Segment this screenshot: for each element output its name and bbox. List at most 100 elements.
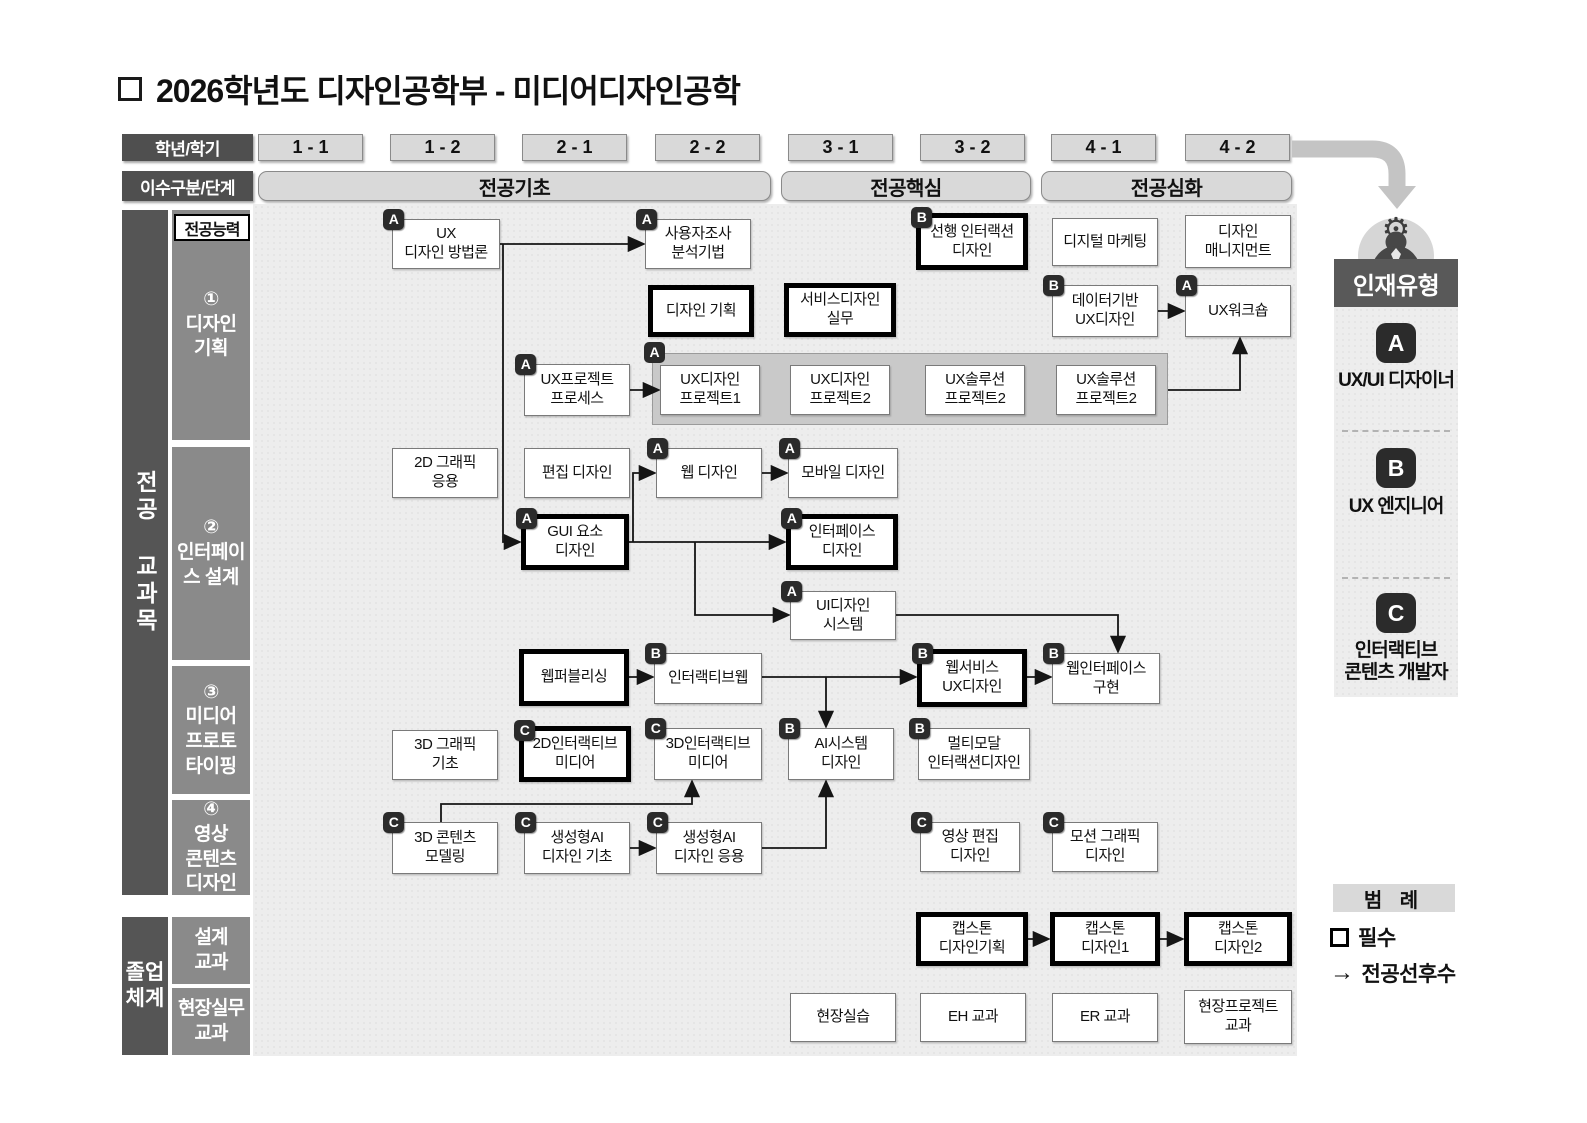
c-badge: C <box>383 812 404 833</box>
sidebar-graduation-label: 졸업 체계 <box>122 917 168 1055</box>
course-label: ER 교과 <box>1079 1008 1131 1026</box>
course-ux-solution-project2-b: UX솔루션 프로젝트2 <box>1056 365 1156 415</box>
a-badge: A <box>781 508 802 529</box>
course-label: UX워크숍 <box>1208 301 1268 319</box>
stage-label: 이수구분/단계 <box>122 171 253 201</box>
a-badge: A <box>1176 275 1197 296</box>
category-2: ② 인터페이 스 설계 <box>172 447 250 660</box>
stage-bar-전공기초: 전공기초 <box>258 171 771 201</box>
c-badge: C <box>645 718 666 739</box>
course-label: 생성형AI 디자인 응용 <box>673 829 745 865</box>
c-badge: C <box>514 720 535 741</box>
course-label: 웹서비스 UX디자인 <box>942 659 1002 695</box>
semester-cell-1-2: 1 - 2 <box>390 134 495 161</box>
b-badge: B <box>645 643 666 664</box>
course-2d-graphics-application: 2D 그래픽 응용 <box>392 448 498 498</box>
course-label: 인터랙티브웹 <box>668 669 748 687</box>
c-badge: C <box>911 812 932 833</box>
course-field-practice: 현장실습 <box>790 993 896 1042</box>
course-ux-design-project1: UX디자인 프로젝트1 <box>660 365 760 415</box>
course-label: EH 교과 <box>947 1008 999 1026</box>
title-bullet-icon <box>118 77 142 101</box>
b-badge: B <box>779 718 800 739</box>
b-badge: B <box>1043 275 1064 296</box>
sidebar-major-courses-label: 전공 교과목 <box>122 210 168 895</box>
course-design-management: 디자인 매니지먼트 <box>1185 215 1291 268</box>
course-label: 인터페이스 디자인 <box>808 523 876 559</box>
talent-badge-B: B <box>1376 448 1416 488</box>
course-label: UX디자인 프로젝트2 <box>809 371 871 407</box>
graduation-item-2: 현장실무 교과 <box>172 988 250 1055</box>
course-label: 2D인터랙티브 미디어 <box>532 735 618 771</box>
talent-divider-1 <box>1342 430 1450 432</box>
legend-header: 범 례 <box>1333 884 1455 912</box>
course-interface-design: 인터페이스 디자인 A <box>781 508 898 570</box>
course-label: 웹 디자인 <box>680 463 738 481</box>
course-label: 웹인터페이스 구현 <box>1066 659 1146 696</box>
course-capstone-design1: 캡스톤 디자인1 <box>1050 912 1160 966</box>
course-label: 영상 편집 디자인 <box>941 828 999 864</box>
course-label: UX디자인 프로젝트1 <box>679 371 741 407</box>
b-badge: B <box>912 643 933 664</box>
c-badge: C <box>1043 812 1064 833</box>
semester-cell-4-1: 4 - 1 <box>1051 134 1156 161</box>
course-label: UI디자인 시스템 <box>816 596 870 633</box>
course-label: 멀티모달 인터랙션디자인 <box>927 735 1021 771</box>
category-1: ① 디자인 기획 <box>172 210 250 440</box>
course-label: 2D 그래픽 응용 <box>414 454 476 490</box>
course-label: 웹퍼블리싱 <box>540 668 608 686</box>
course-capstone-design2: 캡스톤 디자인2 <box>1184 912 1292 966</box>
page-title: 2026학년도 디자인공학부 - 미디어디자인공학 <box>118 66 741 112</box>
course-3d-graphics-basic: 3D 그래픽 기초 <box>392 730 498 780</box>
course-ui-design-system: UI디자인 시스템 A <box>781 581 896 640</box>
course-label: AI시스템 디자인 <box>814 735 868 771</box>
course-label: 생성형AI 디자인 기초 <box>541 829 613 865</box>
course-label: 현장프로젝트 교과 <box>1198 998 1278 1034</box>
legend-prerequisite: → 전공선후수 <box>1330 958 1456 988</box>
talent-panel-header: 인재유형 <box>1334 259 1458 307</box>
course-label: 3D 그래픽 기초 <box>414 736 476 772</box>
course-label: GUI 요소 디자인 <box>547 523 603 559</box>
legend-required-label: 필수 <box>1358 927 1396 950</box>
course-label: 선행 인터랙션 디자인 <box>930 222 1014 259</box>
course-web-publishing: 웹퍼블리싱 <box>519 649 629 706</box>
course-label: UX프로젝트 프로세스 <box>540 371 614 407</box>
talent-label-A: UX/UI 디자이너 <box>1338 370 1455 391</box>
semester-cell-3-1: 3 - 1 <box>788 134 893 161</box>
b-badge: B <box>911 207 932 228</box>
course-digital-marketing: 디지털 마케팅 <box>1052 218 1158 266</box>
required-marker-icon <box>1330 927 1349 947</box>
course-label: 3D 콘텐츠 모델링 <box>414 829 476 865</box>
semester-cell-2-1: 2 - 1 <box>522 134 627 161</box>
a-badge: A <box>781 581 802 602</box>
course-editorial-design: 편집 디자인 <box>524 448 630 498</box>
course-label: 편집 디자인 <box>541 463 613 481</box>
semester-cell-1-1: 1 - 1 <box>258 134 363 161</box>
course-label: 사용자조사 분석기법 <box>664 225 732 261</box>
course-web-service-ux-design: 웹서비스 UX디자인 B <box>912 643 1027 707</box>
curriculum-canvas <box>253 204 1297 1056</box>
course-er-course: ER 교과 <box>1052 993 1158 1042</box>
a-badge: A <box>383 209 404 230</box>
a-badge: A <box>515 354 536 375</box>
course-label: 캡스톤 디자인2 <box>1214 920 1262 956</box>
a-badge: A <box>644 342 665 363</box>
talent-label-C: 인터랙티브 콘텐츠 개발자 <box>1344 640 1448 683</box>
course-service-design-practice: 서비스디자인 실무 <box>784 283 896 337</box>
b-badge: B <box>909 718 930 739</box>
prerequisite-arrow-icon: → <box>1330 959 1354 986</box>
page-title-text: 2026학년도 디자인공학부 - 미디어디자인공학 <box>156 73 741 109</box>
competency-label: 전공능력 <box>174 214 250 241</box>
b-badge: B <box>1043 643 1064 664</box>
